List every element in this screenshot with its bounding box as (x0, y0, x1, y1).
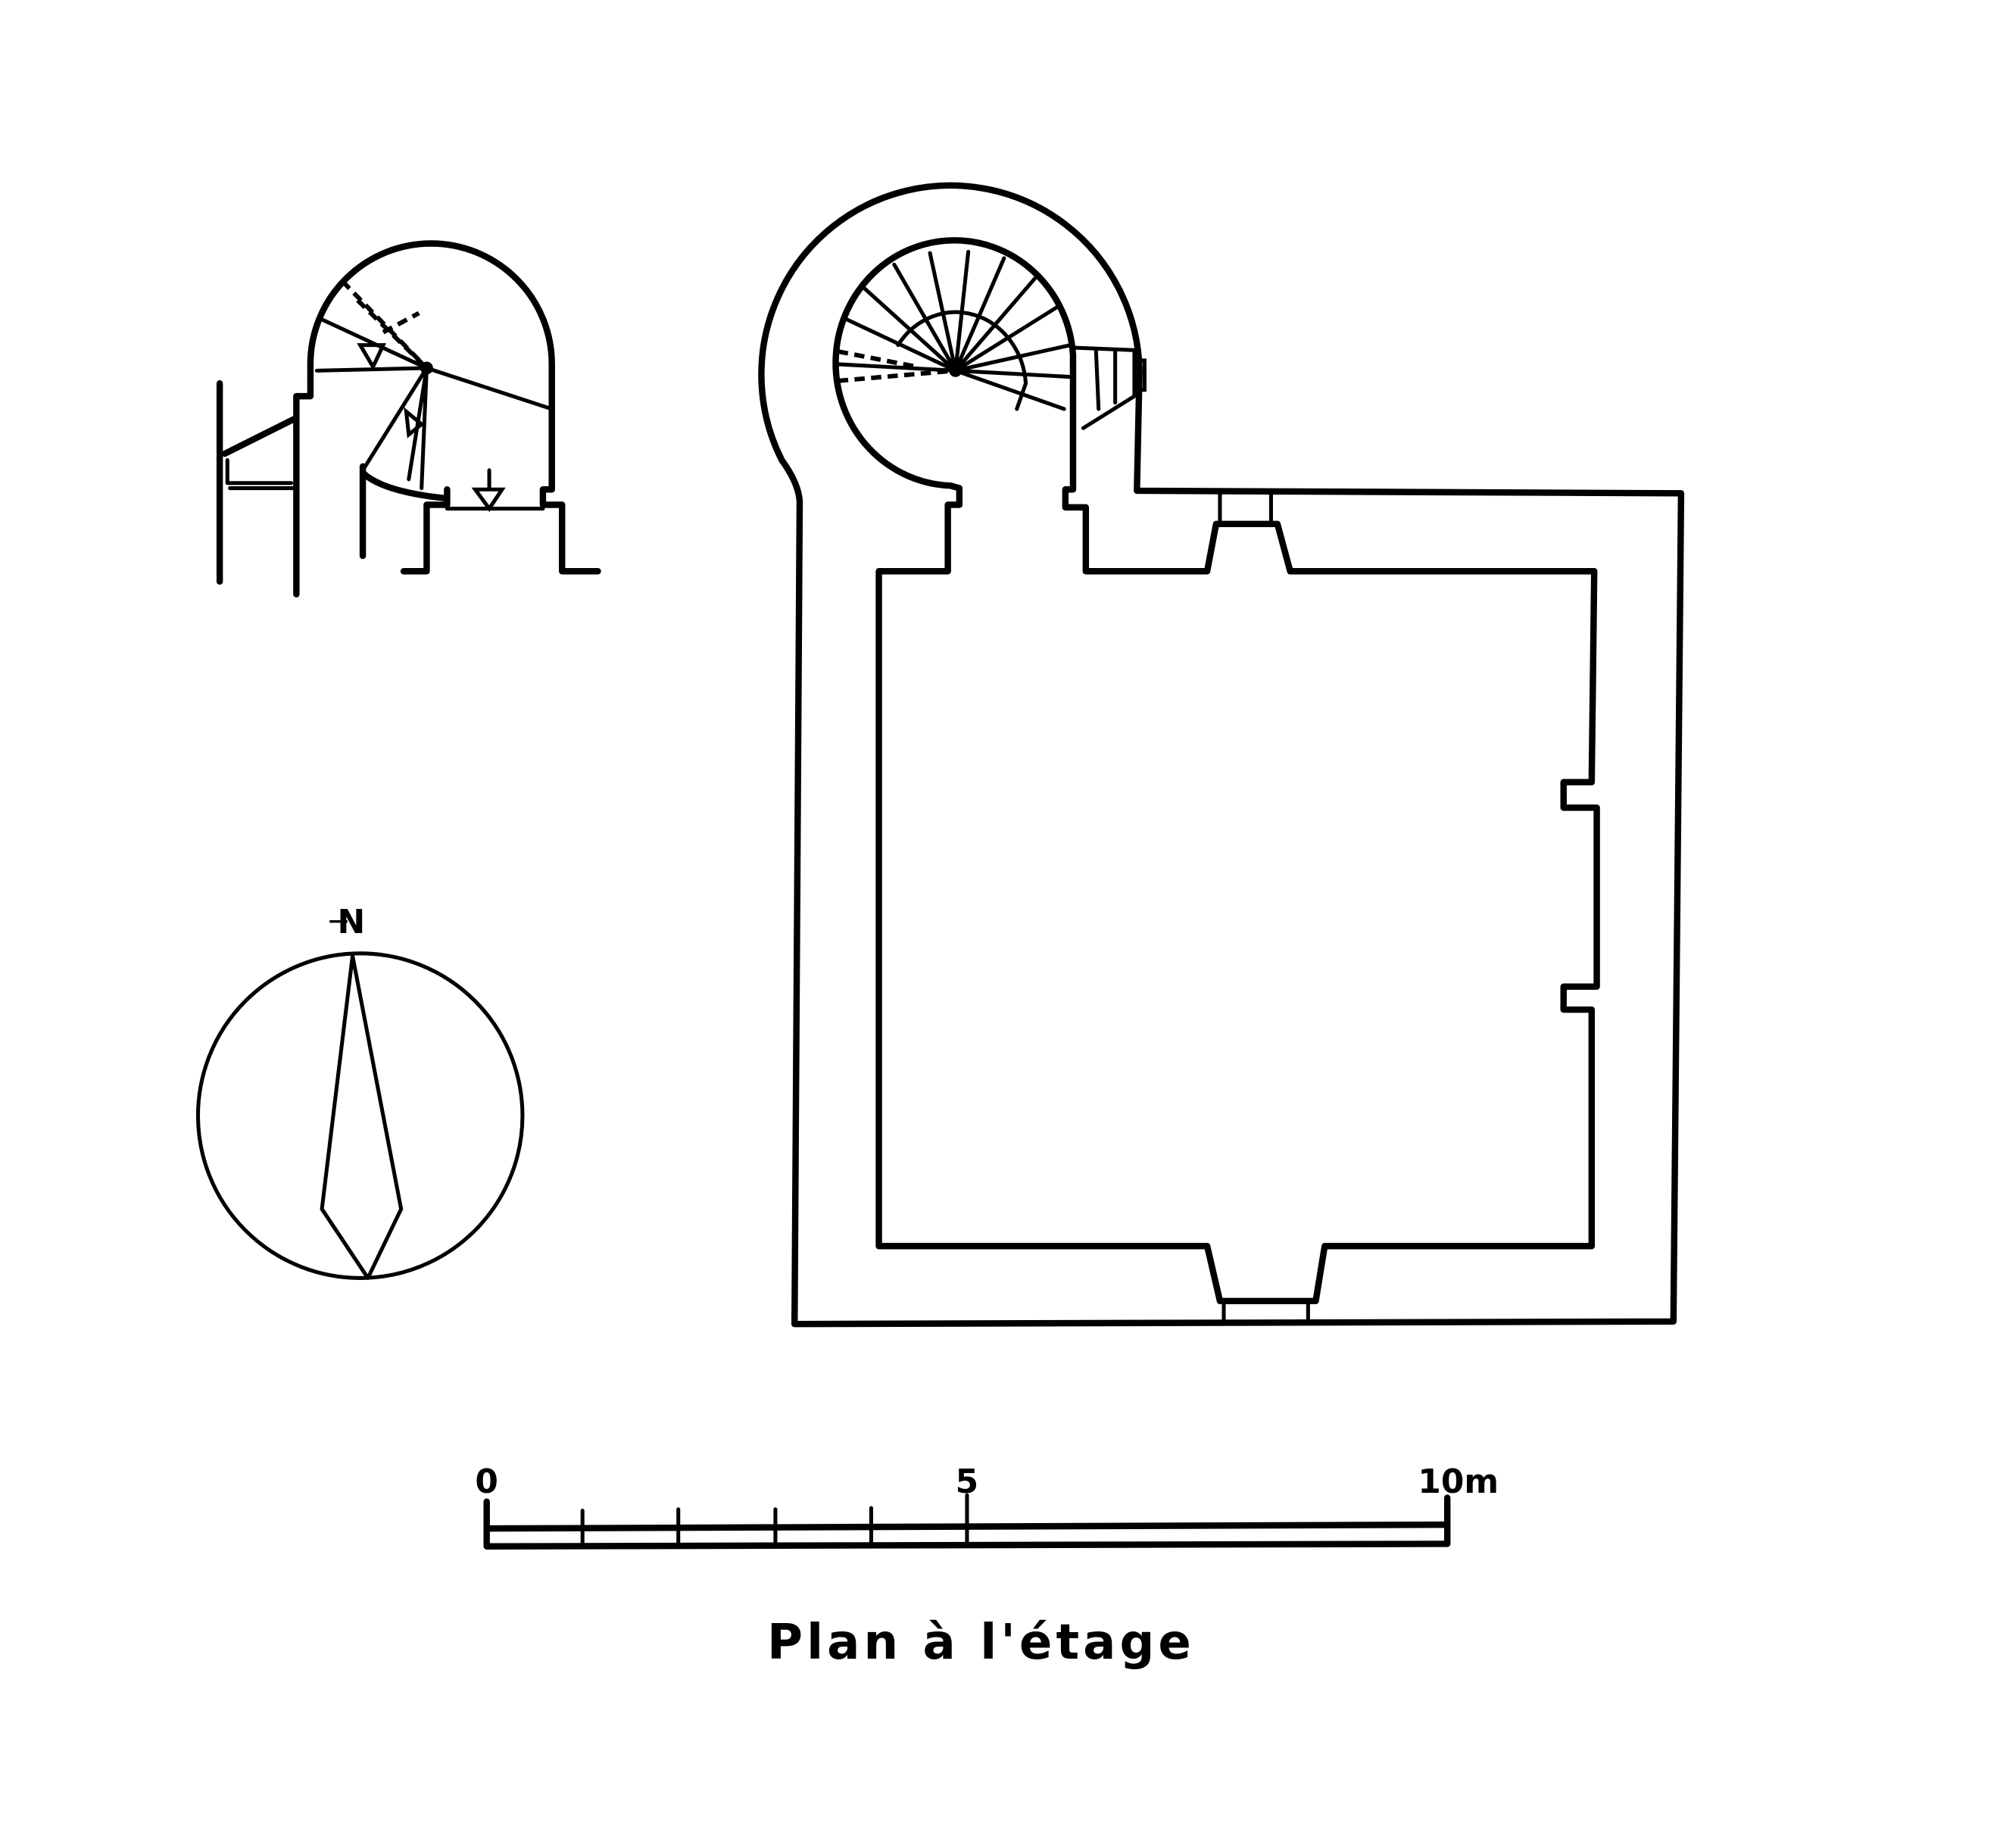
stair-detail-plan (216, 240, 601, 598)
spiral-staircase (836, 249, 1147, 430)
scale-label-5: 5 (956, 1462, 979, 1501)
north-arrow-compass: N (195, 903, 525, 1280)
scale-label-10m: 10m (1418, 1462, 1499, 1501)
main-tower-plan (758, 182, 1685, 1328)
scale-label-0: 0 (475, 1462, 498, 1501)
plan-title: Plan à l'étage (767, 1614, 1195, 1671)
scale-bar: 0 5 10m (475, 1462, 1499, 1550)
north-arrow-needle (320, 954, 404, 1280)
